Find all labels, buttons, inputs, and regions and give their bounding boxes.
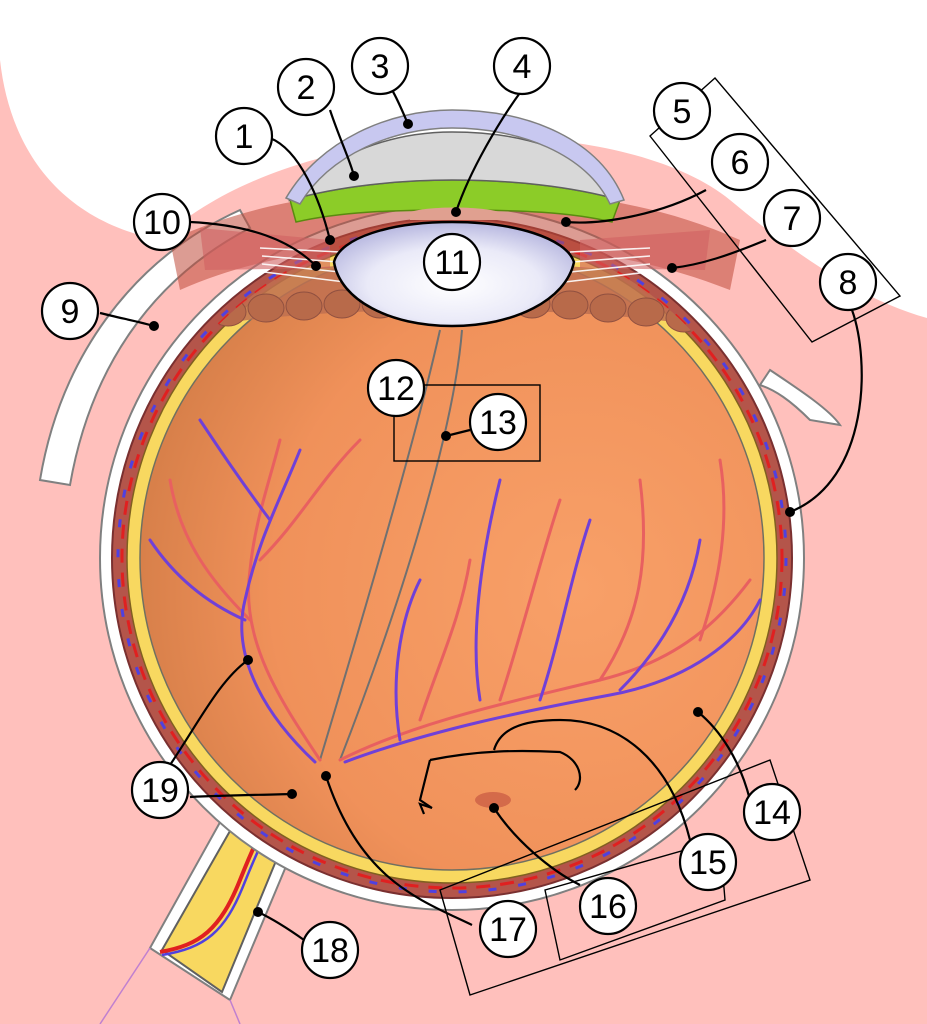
zonular-fibres: [259, 247, 651, 283]
callout-label: 9: [61, 293, 80, 331]
callout-label: 14: [753, 794, 791, 832]
group-box-14-17: [439, 759, 811, 996]
eyelid-right: [758, 368, 843, 427]
leader-lines: [99, 89, 863, 941]
leader-dots: [149, 119, 795, 917]
hyaloid-canal-right: [339, 329, 463, 761]
group-box-12-13: [393, 384, 541, 462]
callout-11: 11: [422, 232, 482, 292]
air-region: [0, 0, 927, 318]
callout-9: 9: [40, 281, 100, 341]
callout-label: 13: [479, 404, 517, 442]
retinal-vessels: [148, 418, 762, 764]
callout-18: 18: [300, 920, 360, 980]
fovea: [475, 792, 511, 808]
callout-7: 7: [762, 188, 822, 248]
callout-label: 4: [513, 48, 532, 86]
callout-14: 14: [742, 782, 802, 842]
callout-16: 16: [578, 876, 638, 936]
callout-label: 15: [689, 844, 727, 882]
callout-6: 6: [710, 132, 770, 192]
callout-label: 3: [371, 48, 390, 86]
callout-label: 1: [235, 118, 254, 156]
callout-3: 3: [350, 36, 410, 96]
callout-label: 19: [141, 772, 179, 810]
callout-label: 17: [489, 911, 527, 949]
group-box-16: [544, 839, 726, 961]
hyaloid-canal-left: [319, 329, 441, 761]
callout-2: 2: [276, 57, 336, 117]
callout-8: 8: [818, 252, 878, 312]
callout-5: 5: [652, 81, 712, 141]
callout-label: 8: [839, 264, 858, 302]
callout-17: 17: [478, 899, 538, 959]
callout-label: 18: [311, 932, 349, 970]
callout-1: 1: [214, 106, 274, 166]
callout-12: 12: [366, 358, 426, 418]
vitreous-body: [139, 245, 765, 871]
callout-4: 4: [492, 36, 552, 96]
callout-label: 16: [589, 888, 627, 926]
callout-label: 12: [377, 370, 415, 408]
callout-19: 19: [130, 760, 190, 820]
callout-label: 5: [673, 93, 692, 131]
callout-label: 11: [434, 244, 469, 282]
callout-label: 6: [731, 144, 750, 182]
callout-label: 7: [783, 200, 802, 238]
callout-13: 13: [468, 392, 528, 452]
cornea: [284, 109, 626, 205]
callout-10: 10: [132, 192, 192, 252]
callout-label: 2: [297, 69, 316, 107]
callout-label: 10: [143, 204, 181, 242]
callout-15: 15: [678, 832, 738, 892]
